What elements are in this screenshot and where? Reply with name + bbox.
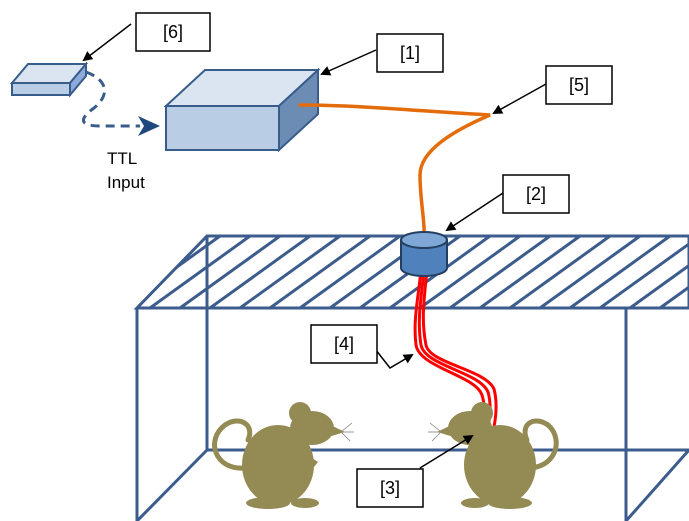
cage-lid [133,234,689,310]
leader-1 [320,49,377,76]
lid-hatching [137,236,689,308]
leader-3 [419,434,474,469]
leader-6 [82,23,132,62]
light-source-side [278,67,319,153]
callout-1-label: [1] [400,43,420,63]
ttl-cable [82,70,140,128]
callout-leaders [82,23,547,469]
callout-5-label: [5] [569,75,589,95]
patch-cord-orange [298,103,491,236]
callout-6-label: [6] [163,22,183,42]
callout-6: [6] [135,12,211,52]
rotary-joint [400,231,448,277]
ttl-label-line-2: Input [107,173,145,192]
callout-3: [3] [356,468,424,508]
leader-5 [492,83,547,114]
cage [133,234,689,521]
callout-1: [1] [376,33,444,73]
callout-2-label: [2] [526,184,546,204]
callout-4: [4] [310,324,378,364]
leader-4 [371,344,414,369]
cage-floor-right-edge [624,449,689,521]
ttl-label-line-1: TTL [107,149,137,168]
callout-5: [5] [545,65,613,105]
callout-4-label: [4] [334,334,354,354]
leader-2 [445,192,504,232]
mouse-left [212,402,354,509]
cage-floor-left-edge [135,448,209,521]
mouse-right [428,402,559,509]
light-source-front [165,105,280,151]
callout-3-label: [3] [380,478,400,498]
light-source-box [163,67,321,153]
ttl-arrowhead-icon [138,116,160,136]
ttl-generator-device [9,61,89,98]
callout-2: [2] [502,174,570,214]
